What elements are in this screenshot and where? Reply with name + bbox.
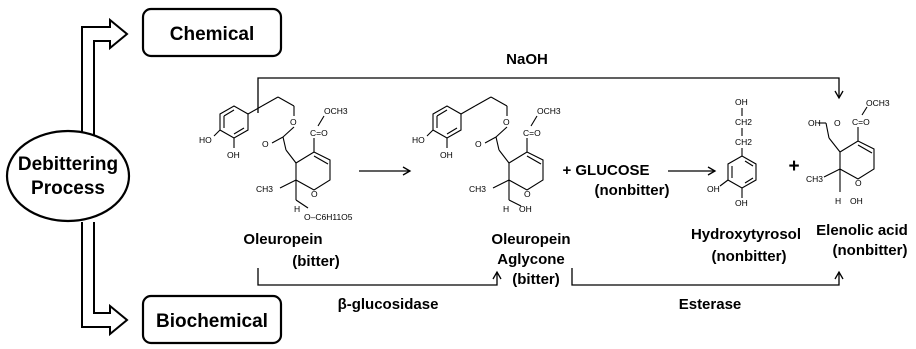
elenolic-name: Elenolic acid: [816, 222, 908, 239]
process-label-line1: Debittering: [18, 154, 118, 175]
biochemical-label: Biochemical: [156, 311, 268, 332]
oleuropein-note: (bitter): [292, 253, 340, 270]
atom-ho: HO: [199, 135, 212, 145]
naoh-arrow: [257, 77, 844, 113]
hydroxytyrosol-name: Hydroxytyrosol: [691, 226, 801, 243]
atom-o: O: [855, 178, 862, 188]
atom-h: H: [835, 196, 841, 206]
atom-ch2: CH2: [735, 137, 752, 147]
atom-oglc: O–C6H11O5: [304, 212, 353, 222]
esterase-arrow: [571, 268, 844, 286]
elenolic-acid-structure: OH O C=O OCH3 O CH3 H OH: [806, 98, 890, 206]
atom-ch3: CH3: [256, 184, 273, 194]
atom-o: O: [290, 117, 297, 127]
atom-o: O: [475, 139, 482, 149]
atom-h: H: [294, 204, 300, 214]
hydroxytyrosol-structure: OH CH2 CH2 OH OH: [707, 97, 757, 208]
hydroxytyrosol-note: (nonbitter): [712, 248, 787, 265]
atom-oh: OH: [850, 196, 863, 206]
atom-oh: OH: [227, 150, 240, 160]
atom-ch2: CH2: [735, 117, 752, 127]
elenolic-note: (nonbitter): [833, 242, 908, 259]
atom-ho: HO: [412, 135, 425, 145]
atom-o: O: [524, 189, 531, 199]
atom-oh: OH: [808, 118, 821, 128]
atom-ch3: CH3: [469, 184, 486, 194]
glucose-name: + GLUCOSE: [562, 162, 649, 179]
hollow-arrow-up: [81, 17, 129, 150]
biochemical-box: Biochemical: [141, 294, 283, 345]
atom-oh: OH: [707, 184, 720, 194]
plus-sign: +: [788, 156, 799, 177]
atom-oh: OH: [735, 198, 748, 208]
esterase-label: Esterase: [679, 296, 742, 313]
chemical-label: Chemical: [170, 24, 254, 45]
atom-och3: OCH3: [537, 106, 561, 116]
atom-o: O: [503, 117, 510, 127]
aglycone-note: (bitter): [512, 271, 560, 288]
atom-h: H: [503, 204, 509, 214]
hollow-arrow-down: [81, 222, 129, 337]
glucose-note: (nonbitter): [595, 182, 670, 199]
oleuropein-structure: HO OH O O C=O OCH3 O CH3 H O–C6H11O5: [199, 96, 353, 222]
atom-o: O: [834, 118, 841, 128]
oleuropein-name: Oleuropein: [243, 231, 322, 248]
atom-c-eq-o: C=O: [523, 128, 541, 138]
naoh-label: NaOH: [506, 51, 548, 68]
chemical-box: Chemical: [141, 7, 283, 58]
atom-ch3: CH3: [806, 174, 823, 184]
atom-oh: OH: [735, 97, 748, 107]
atom-oh: OH: [440, 150, 453, 160]
atom-och3: OCH3: [324, 106, 348, 116]
aglycone-structure: HO OH O O C=O OCH3 O CH3 H OH: [412, 96, 561, 214]
atom-c-eq-o: C=O: [852, 117, 870, 127]
atom-och3: OCH3: [866, 98, 890, 108]
atom-o: O: [262, 139, 269, 149]
aglycone-name-1: Oleuropein: [491, 231, 570, 248]
beta-glucosidase-label: β-glucosidase: [338, 296, 439, 313]
beta-glucosidase-arrow: [257, 268, 502, 286]
aglycone-name-2: Aglycone: [497, 251, 565, 268]
process-label-line2: Process: [31, 178, 105, 199]
atom-o: O: [311, 189, 318, 199]
process-ellipse: [5, 129, 131, 223]
atom-oh: OH: [519, 204, 532, 214]
atom-c-eq-o: C=O: [310, 128, 328, 138]
